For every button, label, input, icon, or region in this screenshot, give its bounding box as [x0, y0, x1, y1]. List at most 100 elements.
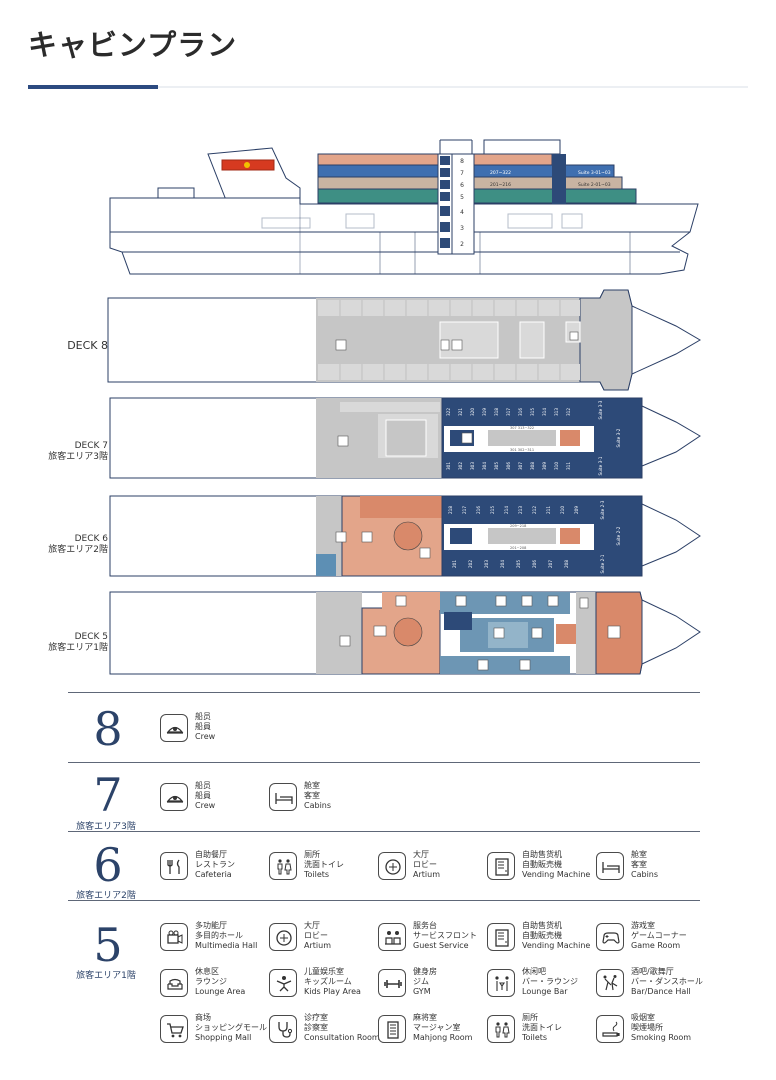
corridor-label: 307 313~322 — [510, 426, 534, 430]
funnel — [207, 147, 301, 201]
sofa-icon — [160, 969, 188, 997]
room-number: 211 — [546, 506, 551, 514]
deck-7-room-numbers: 322 321 320 319 318 317 316 315 314 313 … — [446, 400, 621, 475]
dance-icon — [596, 969, 624, 997]
suite-label: Suite 2-3 — [600, 500, 605, 519]
cutlery-icon — [160, 852, 188, 880]
legend-deck-number: 6 — [93, 838, 123, 892]
legend-item-label: 儿童娱乐室 — [304, 967, 344, 976]
profile-room-range: 201~216 — [490, 182, 511, 188]
legend-item-label: 诊疗室 — [304, 1013, 328, 1022]
legend-item-label: Lounge Bar — [522, 987, 568, 996]
hull — [109, 197, 699, 275]
profile-suite-range: Suite 2-01~03 — [578, 182, 611, 188]
room-number: 311 — [566, 462, 571, 470]
room-number: 206 — [532, 560, 537, 568]
profile-deck-number: 6 — [460, 182, 464, 189]
kids-icon — [269, 969, 297, 997]
stethoscope-icon — [269, 1015, 297, 1043]
profile-room-range: 207~322 — [490, 170, 511, 176]
cart-icon — [160, 1015, 188, 1043]
bed-icon — [269, 783, 297, 811]
legend-item-label: 健身房 — [413, 967, 437, 976]
bed-icon — [596, 852, 624, 880]
mahjong-icon — [378, 1015, 406, 1043]
legend-item-label: 厕所 — [522, 1013, 538, 1022]
legend-item-label: 厕所 — [304, 850, 320, 859]
legend-item-label: Kids Play Area — [304, 987, 361, 996]
room-number: 207 — [548, 560, 553, 568]
profile-deck-number: 2 — [460, 241, 464, 248]
legend-item-label: 船員 — [195, 722, 211, 731]
legend-item-label: Game Room — [631, 941, 681, 950]
legend-item-label: サービスフロント — [413, 931, 477, 940]
legend-item-label: ゲームコーナー — [631, 931, 687, 940]
deck-6-room-numbers: 218 217 216 215 214 213 212 211 210 209 … — [448, 500, 621, 573]
deck-6-plan — [109, 495, 701, 577]
legend-item-label: Cabins — [631, 870, 659, 879]
legend-divider — [68, 831, 700, 832]
corridor-label: 209~218 — [510, 524, 526, 528]
title-underline — [158, 86, 748, 88]
room-number: 303 — [470, 462, 475, 470]
legend-item-label: 舱室 — [304, 781, 320, 790]
legend-item-label: ロビー — [304, 931, 328, 940]
room-number: 307 — [518, 462, 523, 470]
profile-deck-number: 5 — [460, 194, 464, 201]
legend-item-label: 洗面トイレ — [522, 1023, 562, 1032]
room-number: 208 — [564, 560, 569, 568]
title-underline-accent — [28, 85, 158, 89]
legend-item-label: 客室 — [631, 860, 647, 869]
legend-item-label: Mahjong Room — [413, 1033, 473, 1042]
corridor-label: 201~208 — [510, 546, 526, 550]
room-number: 318 — [494, 408, 499, 416]
legend-item-label: 多目的ホール — [195, 931, 243, 940]
legend-item-label: 船员 — [195, 781, 211, 790]
legend-item-label: ロビー — [413, 860, 437, 869]
legend-divider — [68, 900, 700, 901]
room-number: 316 — [518, 408, 523, 416]
legend-item-label: 自助餐厅 — [195, 850, 227, 859]
legend-item-label: GYM — [413, 987, 431, 996]
legend-item-label: Toilets — [522, 1033, 548, 1042]
deck-label-8: DECK 8 — [67, 339, 108, 352]
legend-divider — [68, 692, 700, 693]
legend-item-label: 船员 — [195, 712, 211, 721]
legend-item-label: Crew — [195, 732, 216, 741]
legend-item-label: 游戏室 — [631, 921, 655, 930]
suite-label: Suite 2-1 — [600, 554, 605, 573]
suite-label: Suite 3-2 — [616, 428, 621, 447]
legend-item-label: Shopping Mall — [195, 1033, 252, 1042]
deck-7-plan — [109, 397, 701, 479]
legend-item-label: Cabins — [304, 801, 332, 810]
room-number: 201 — [452, 560, 457, 568]
legend-item-label: キッズルーム — [304, 977, 352, 986]
room-number: 210 — [560, 506, 565, 514]
legend-item-label: 自動販売機 — [522, 860, 562, 869]
legend-item-label: レストラン — [195, 860, 235, 869]
vending-icon — [487, 923, 515, 951]
room-number: 205 — [516, 560, 521, 568]
suite-label: Suite 3-1 — [598, 456, 603, 475]
legend-item-label: 自助售货机 — [522, 921, 562, 930]
legend-item-label: 休闲吧 — [522, 967, 546, 976]
